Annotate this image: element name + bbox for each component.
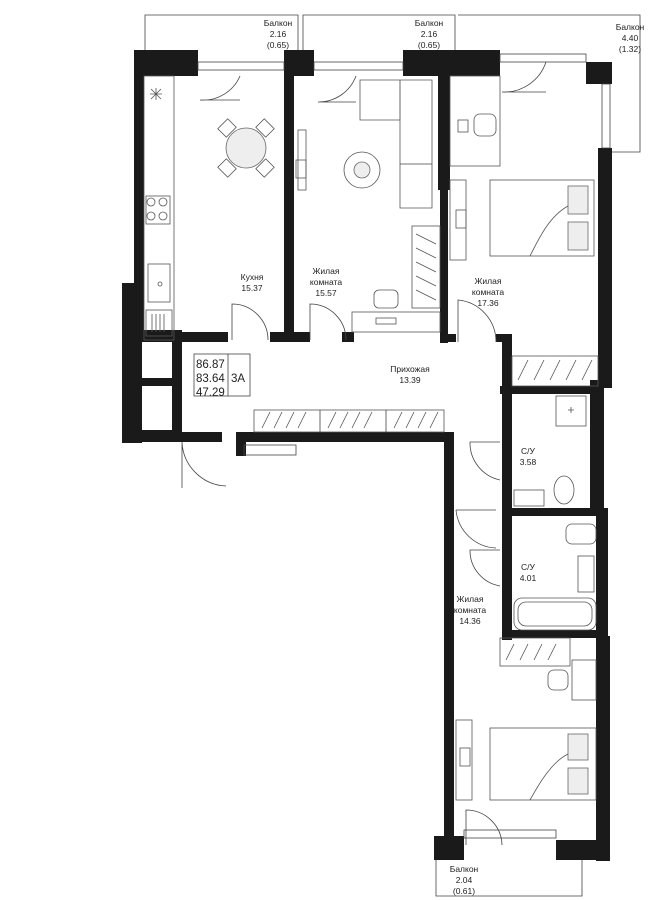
living-2-title-2: комната bbox=[472, 287, 504, 297]
living-2-area: 17.36 bbox=[477, 298, 499, 308]
bath-2-area: 4.01 bbox=[520, 573, 537, 583]
balcony-bedroom-title: Балкон bbox=[616, 22, 645, 32]
living-1-furniture bbox=[295, 79, 441, 333]
living-1-area: 15.57 bbox=[315, 288, 337, 298]
layout-type: 3A bbox=[231, 373, 245, 385]
balcony-kitchen-reduced: (0.65) bbox=[267, 40, 289, 50]
living-3-title-1: Жилая bbox=[457, 594, 484, 604]
living-3-title-2: комната bbox=[454, 605, 486, 615]
living-2-title-1: Жилая bbox=[475, 276, 502, 286]
living-area-total: 83.64 bbox=[196, 373, 225, 385]
bedroom-2-furniture bbox=[449, 75, 599, 387]
kitchen-area: 15.37 bbox=[241, 283, 263, 293]
bathroom-fixtures bbox=[513, 395, 597, 631]
labels: Балкон 2.16 (0.65) Балкон 2.16 (0.65) Ба… bbox=[241, 18, 645, 896]
walls bbox=[122, 50, 612, 861]
balcony-bottom-reduced: (0.61) bbox=[453, 886, 475, 896]
balcony-living-title: Балкон bbox=[415, 18, 444, 28]
windows bbox=[197, 53, 611, 839]
doors bbox=[181, 61, 547, 846]
living-3-area: 14.36 bbox=[459, 616, 481, 626]
hallway-title: Прихожая bbox=[390, 364, 430, 374]
hallway-wardrobe bbox=[253, 409, 445, 433]
kitchen-furniture bbox=[143, 75, 275, 341]
balcony-bedroom-reduced: (1.32) bbox=[619, 44, 641, 54]
living-1-title-1: Жилая bbox=[313, 266, 340, 276]
balcony-bottom-area: 2.04 bbox=[456, 875, 473, 885]
balcony-living-reduced: (0.65) bbox=[418, 40, 440, 50]
balcony-bottom-title: Балкон bbox=[450, 864, 479, 874]
balcony-kitchen-title: Балкон bbox=[264, 18, 293, 28]
living-1-title-2: комната bbox=[310, 277, 342, 287]
bath-2-title: С/У bbox=[521, 562, 536, 572]
balcony-outlines bbox=[144, 14, 641, 897]
area-summary-box: 86.87 83.64 47.29 3A bbox=[193, 353, 251, 399]
living-area: 47.29 bbox=[196, 387, 225, 399]
balcony-living-area: 2.16 bbox=[421, 29, 438, 39]
balcony-kitchen-area: 2.16 bbox=[270, 29, 287, 39]
total-area: 86.87 bbox=[196, 359, 225, 371]
bath-1-area: 3.58 bbox=[520, 457, 537, 467]
hallway-area: 13.39 bbox=[399, 375, 421, 385]
bath-1-title: С/У bbox=[521, 446, 536, 456]
bedroom-3-furniture bbox=[455, 637, 597, 801]
kitchen-title: Кухня bbox=[241, 272, 264, 282]
balcony-bedroom-area: 4.40 bbox=[622, 33, 639, 43]
